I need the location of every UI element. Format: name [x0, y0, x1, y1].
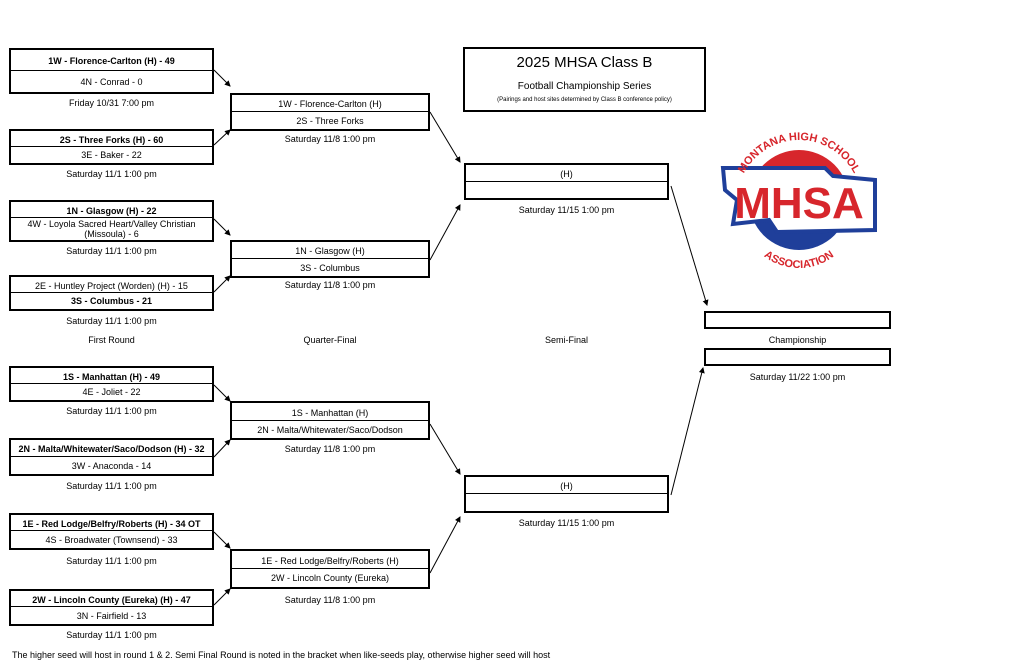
- page-subtitle: Football Championship Series: [517, 81, 652, 92]
- team-slot-bottom: [466, 181, 667, 198]
- quarter-final-game-2: 1N - Glasgow (H) 3S - Columbus: [230, 240, 430, 278]
- game-date: Saturday 11/8 1:00 pm: [284, 280, 376, 290]
- team-slot-top: 1E - Red Lodge/Belfry/Roberts (H): [261, 555, 399, 566]
- championship-slot-bottom: [704, 348, 891, 366]
- round-label-semi-final: Semi-Final: [544, 335, 588, 345]
- first-round-game-1: 1W - Florence-Carlton (H) - 49 4N - Conr…: [9, 48, 214, 94]
- svg-text:ASSOCIATION: ASSOCIATION: [762, 249, 836, 271]
- first-round-game-3: 1N - Glasgow (H) - 22 4W - Loyola Sacred…: [9, 200, 214, 242]
- team-slot-top: (H): [560, 169, 573, 179]
- team-slot-top: 2S - Three Forks (H) - 60: [59, 134, 164, 145]
- team-slot-bottom: 3S - Columbus - 21: [11, 292, 212, 309]
- team-slot-top: 1W - Florence-Carlton (H): [278, 99, 382, 109]
- game-date: Saturday 11/15 1:00 pm: [518, 205, 615, 215]
- team-slot-top: 1N - Glasgow (H): [295, 246, 365, 256]
- team-slot-top: [706, 313, 889, 327]
- team-slot-top: 2E - Huntley Project (Worden) (H) - 15: [35, 280, 188, 291]
- footer-note: The higher seed will host in round 1 & 2…: [12, 650, 551, 660]
- quarter-final-game-4: 1E - Red Lodge/Belfry/Roberts (H) 2W - L…: [230, 549, 430, 589]
- first-round-game-5: 1S - Manhattan (H) - 49 4E - Joliet - 22: [9, 366, 214, 402]
- team-slot-top: 1E - Red Lodge/Belfry/Roberts (H) - 34 O…: [22, 518, 201, 529]
- round-label-first-round: First Round: [88, 335, 135, 345]
- semi-final-game-1: (H): [464, 163, 669, 200]
- team-slot-bottom: [466, 493, 667, 511]
- team-slot-bottom: 2N - Malta/Whitewater/Saco/Dodson: [232, 420, 428, 438]
- team-slot-bottom: 3N - Fairfield - 13: [11, 606, 212, 624]
- quarter-final-game-3: 1S - Manhattan (H) 2N - Malta/Whitewater…: [230, 401, 430, 440]
- team-slot-bottom: 4W - Loyola Sacred Heart/Valley Christia…: [11, 217, 212, 240]
- team-slot-bottom: 3E - Baker - 22: [11, 146, 212, 163]
- quarter-final-game-1: 1W - Florence-Carlton (H) 2S - Three For…: [230, 93, 430, 131]
- first-round-game-6: 2N - Malta/Whitewater/Saco/Dodson (H) - …: [9, 438, 214, 476]
- team-slot-bottom: [706, 350, 889, 364]
- title-box: 2025 MHSA Class B Football Championship …: [463, 47, 706, 112]
- semi-final-game-2: (H): [464, 475, 669, 513]
- team-slot-top: 1S - Manhattan (H): [291, 407, 369, 418]
- logo-letters: MHSA: [734, 179, 864, 228]
- game-date: Friday 10/31 7:00 pm: [68, 98, 155, 108]
- game-date: Saturday 11/1 1:00 pm: [66, 481, 157, 491]
- championship-slot-top: [704, 311, 891, 329]
- team-slot-top: 1W - Florence-Carlton (H) - 49: [48, 56, 175, 66]
- game-date: Saturday 11/1 1:00 pm: [66, 316, 157, 326]
- team-slot-top: 1N - Glasgow (H) - 22: [66, 205, 157, 216]
- first-round-game-2: 2S - Three Forks (H) - 60 3E - Baker - 2…: [9, 129, 214, 165]
- team-slot-bottom: 4E - Joliet - 22: [11, 383, 212, 400]
- team-slot-top: 1S - Manhattan (H) - 49: [62, 371, 160, 382]
- team-slot-top: 2W - Lincoln County (Eureka) (H) - 47: [32, 594, 191, 605]
- game-date: Saturday 11/1 1:00 pm: [66, 630, 157, 640]
- team-slot-top: (H): [560, 481, 573, 491]
- game-date: Saturday 11/8 1:00 pm: [284, 134, 376, 144]
- team-slot-bottom: 4N - Conrad - 0: [11, 70, 212, 92]
- logo-arc-bottom: ASSOCIATION: [762, 249, 836, 271]
- first-round-game-4: 2E - Huntley Project (Worden) (H) - 15 3…: [9, 275, 214, 311]
- game-date: Saturday 11/1 1:00 pm: [66, 246, 157, 256]
- round-label-quarter-final: Quarter-Final: [303, 335, 357, 345]
- game-date: Saturday 11/8 1:00 pm: [284, 444, 376, 454]
- team-slot-bottom: 2W - Lincoln County (Eureka): [232, 568, 428, 587]
- game-date: Saturday 11/8 1:00 pm: [284, 595, 376, 605]
- game-date: Saturday 11/15 1:00 pm: [518, 518, 615, 528]
- game-date: Saturday 11/22 1:00 pm: [749, 372, 846, 382]
- first-round-game-8: 2W - Lincoln County (Eureka) (H) - 47 3N…: [9, 589, 214, 626]
- mhsa-logo: MHSA MONTANA HIGH SCHOOL ASSOCIATION: [720, 131, 877, 271]
- game-date: Saturday 11/1 1:00 pm: [66, 556, 157, 566]
- round-label-championship: Championship: [768, 335, 827, 345]
- game-date: Saturday 11/1 1:00 pm: [66, 406, 157, 416]
- team-slot-bottom: 3S - Columbus: [232, 258, 428, 276]
- team-slot-top: 2N - Malta/Whitewater/Saco/Dodson (H) - …: [18, 444, 205, 454]
- title-note: (Pairings and host sites determined by C…: [497, 97, 672, 103]
- team-slot-bottom: 2S - Three Forks: [232, 111, 428, 129]
- game-date: Saturday 11/1 1:00 pm: [66, 169, 157, 179]
- page-title: 2025 MHSA Class B: [516, 54, 653, 71]
- first-round-game-7: 1E - Red Lodge/Belfry/Roberts (H) - 34 O…: [9, 513, 214, 550]
- team-slot-bottom: 4S - Broadwater (Townsend) - 33: [11, 530, 212, 548]
- team-slot-bottom: 3W - Anaconda - 14: [11, 456, 212, 474]
